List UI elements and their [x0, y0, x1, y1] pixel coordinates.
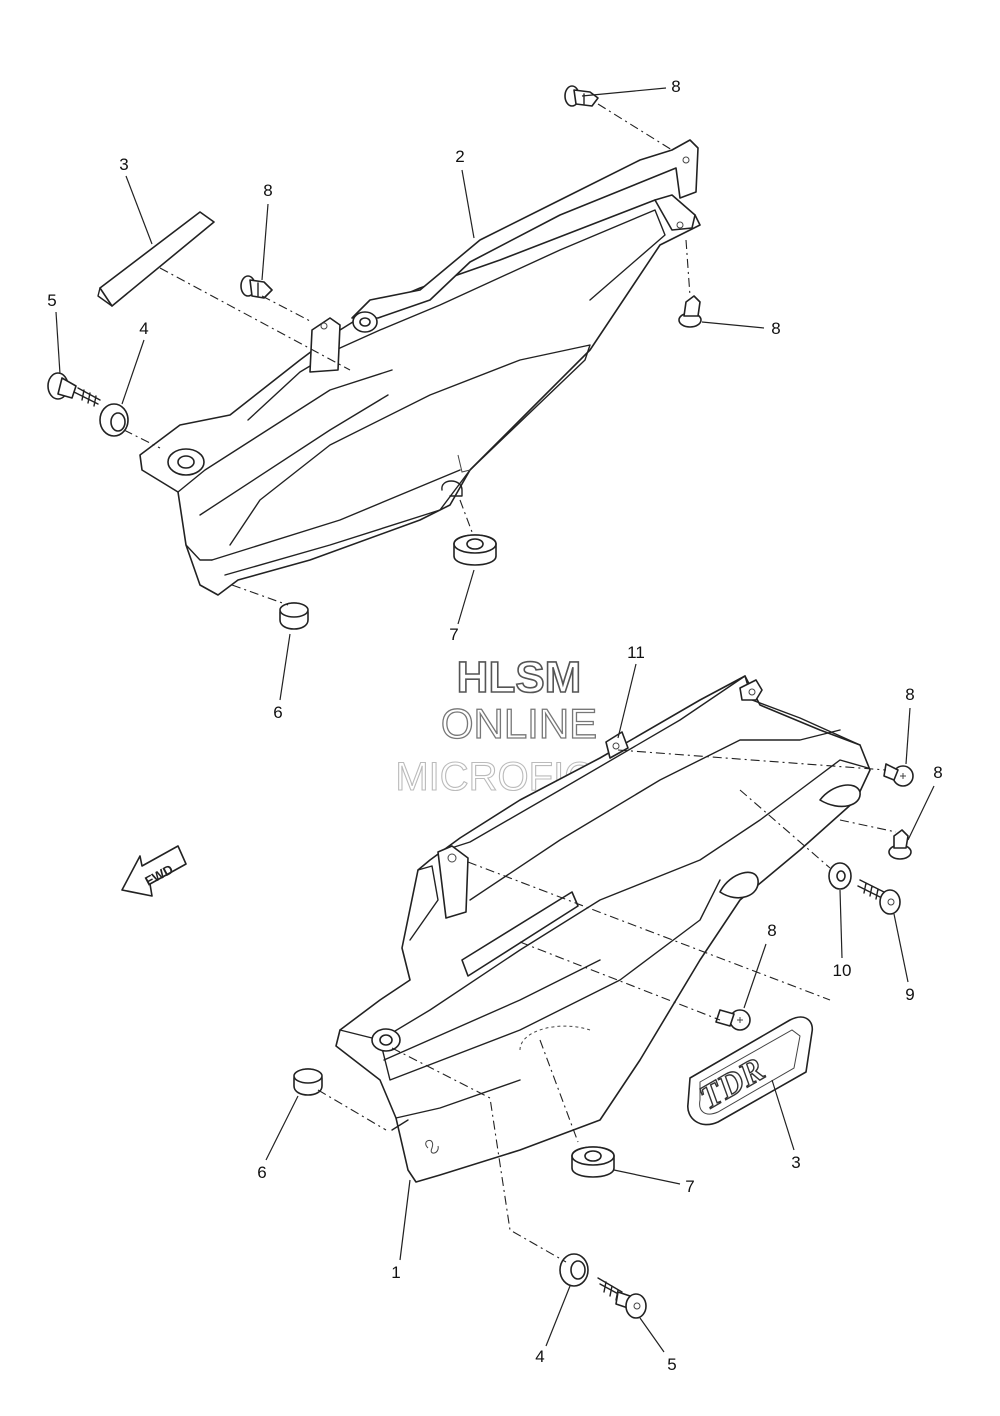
- callout-upper-4: 4: [139, 319, 148, 338]
- lower-clip-8-c: [715, 1009, 751, 1031]
- callout-upper-7: 7: [449, 625, 458, 644]
- side-cover-1: [335, 675, 871, 1183]
- callout-lower-8-b: 8: [933, 763, 942, 782]
- lower-bolt-9: [857, 879, 901, 915]
- side-cover-2-top-rail: [351, 139, 699, 319]
- upper-callouts: 8 2 3 8 8 5 4 7 6: [47, 77, 780, 722]
- watermark-line-2: ONLINE: [441, 700, 597, 747]
- watermark-line-1: HLSM: [457, 653, 582, 702]
- callout-lower-10: 10: [833, 961, 852, 980]
- callout-lower-8-a: 8: [905, 685, 914, 704]
- upper-bolt-5: [47, 372, 101, 407]
- callout-upper-2: 2: [455, 147, 464, 166]
- lower-damper-6: [293, 1068, 323, 1096]
- callout-upper-8-mid: 8: [263, 181, 272, 200]
- callout-upper-8-right: 8: [771, 319, 780, 338]
- lower-side-cover-assembly: [335, 675, 871, 1183]
- callout-lower-7: 7: [685, 1177, 694, 1196]
- lower-clip-8-b: [888, 829, 912, 860]
- lower-collar-10: [828, 862, 852, 890]
- upper-assembly-lines: [123, 103, 691, 606]
- upper-clip-8-right: [678, 295, 702, 328]
- callout-lower-5: 5: [667, 1355, 676, 1374]
- callout-lower-3: 3: [791, 1153, 800, 1172]
- upper-clip-8-mid: [240, 275, 273, 299]
- lower-grommet-7: [571, 1146, 615, 1178]
- lower-callouts: 11 8 8 10 9 8 6 3 7 1 4 5: [257, 643, 942, 1374]
- callout-lower-6: 6: [257, 1163, 266, 1182]
- upper-damper-6: [279, 602, 309, 630]
- lower-assembly-lines: [317, 749, 897, 1263]
- lower-clip-8-a: [883, 763, 914, 787]
- lower-leader-lines: [265, 663, 935, 1353]
- upper-emblem-plate-3: [97, 211, 215, 307]
- lower-grommet-4: [559, 1253, 589, 1287]
- callout-upper-6: 6: [273, 703, 282, 722]
- upper-grommet-4: [99, 403, 129, 437]
- callout-upper-5: 5: [47, 291, 56, 310]
- callout-upper-3: 3: [119, 155, 128, 174]
- callout-lower-4: 4: [535, 1347, 544, 1366]
- callout-lower-8-c: 8: [767, 921, 776, 940]
- upper-leader-lines: [55, 87, 765, 701]
- upper-side-cover-assembly: [139, 139, 701, 596]
- upper-grommet-7: [453, 534, 497, 566]
- upper-clip-8-top: [564, 85, 599, 107]
- side-cover-2: [139, 199, 701, 596]
- callout-upper-8-top: 8: [671, 77, 680, 96]
- callout-lower-1: 1: [391, 1263, 400, 1282]
- lower-emblem-3: TDR: [687, 1016, 814, 1126]
- forward-arrow-icon: FWD: [121, 845, 187, 897]
- callout-lower-9: 9: [905, 985, 914, 1004]
- callout-lower-11: 11: [627, 643, 645, 662]
- lower-bolt-5: [597, 1277, 647, 1319]
